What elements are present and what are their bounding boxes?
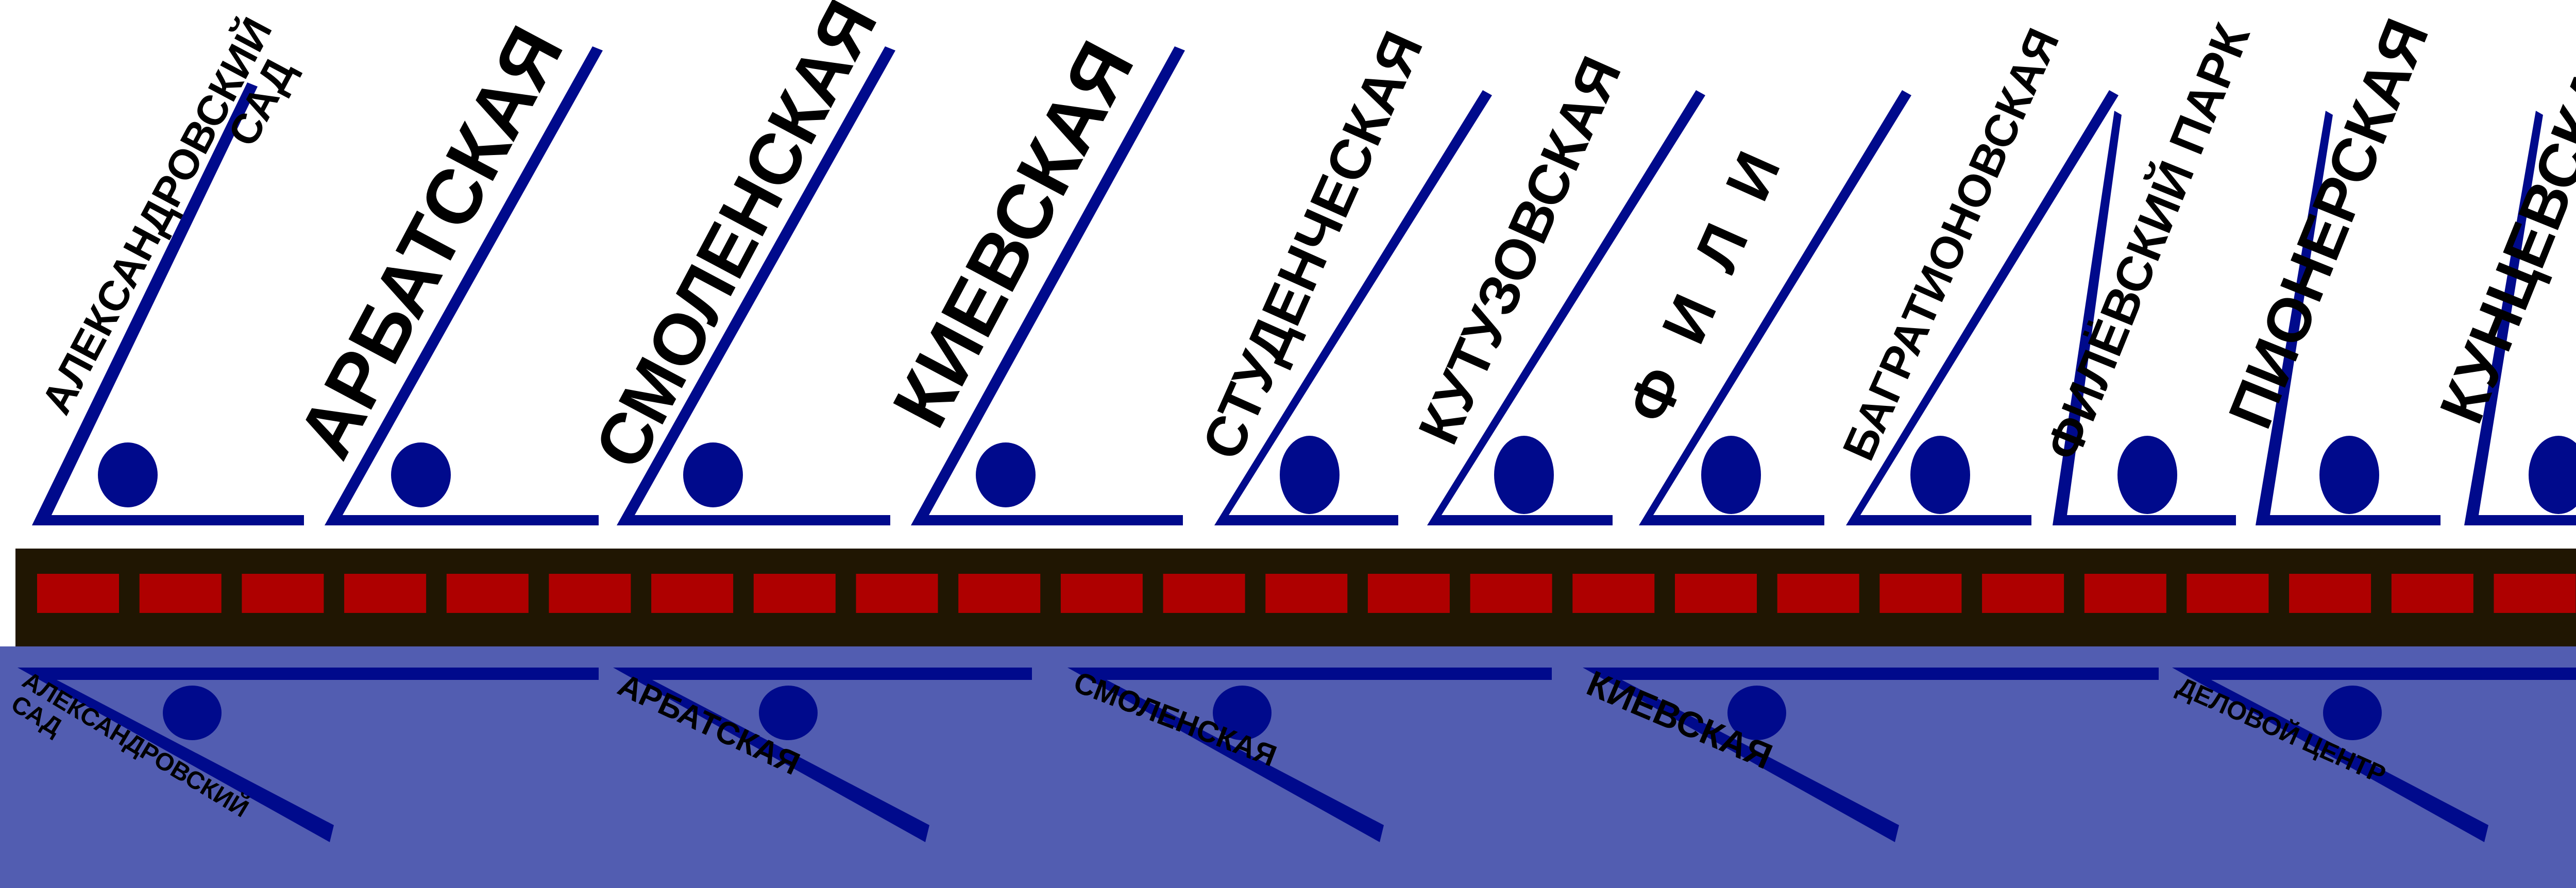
train-window [1163,574,1245,613]
station-dot-icon [1701,436,1761,514]
station-bracket-icon [1214,90,1492,525]
station-dot-icon [2117,436,2177,514]
train-window [856,574,938,613]
station-bracket-icon [1639,90,1911,525]
station-dot-icon [1494,436,1554,514]
train-window [242,574,324,613]
station-bracket-icon [1067,668,1552,842]
station-bracket-icon [1846,90,2119,525]
station-bracket-icon [911,46,1185,525]
train-window [2391,574,2473,613]
train-window [1777,574,1859,613]
station-dot-icon [1213,686,1272,740]
station-bracket-icon [2464,111,2576,525]
train-window [139,574,222,613]
train-window [753,574,836,613]
train-window [1572,574,1655,613]
station-bracket-icon [325,46,603,525]
station-dot-icon [1910,436,1970,514]
station-dot-icon [759,686,818,740]
train-window [549,574,631,613]
station-dot-icon [391,442,451,507]
station-dot-icon [1280,436,1340,514]
train-window [1879,574,1962,613]
station-bracket-icon [2172,668,2576,842]
train-window [2494,574,2576,613]
platform-area [0,646,2576,888]
station-dot-icon [2319,436,2379,514]
train-window [1060,574,1143,613]
station-bracket-icon [613,668,1032,842]
train-window [1470,574,1552,613]
station-dot-icon [1727,686,1786,740]
train-window [344,574,427,613]
train-window [1675,574,1757,613]
top-background [0,0,2576,646]
station-bracket-icon [617,46,895,525]
station-bracket-icon [2053,111,2236,525]
train-window [1982,574,2064,613]
train-window [2289,574,2371,613]
train-window [651,574,734,613]
train-window [1265,574,1348,613]
station-dot-icon [2529,436,2576,514]
station-bracket-icon [1427,90,1705,525]
train-window [2187,574,2269,613]
station-dot-icon [683,442,743,507]
station-dot-icon [976,442,1036,507]
station-dot-icon [163,686,222,740]
station-bracket-icon [2256,111,2441,525]
station-bracket-icon [32,82,304,525]
station-dot-icon [2323,686,2382,740]
train-windows [37,574,2576,613]
train-window [446,574,529,613]
train-window [2084,574,2166,613]
station-dot-icon [98,442,158,507]
train-window [1367,574,1450,613]
train-window [958,574,1041,613]
train-window [37,574,119,613]
